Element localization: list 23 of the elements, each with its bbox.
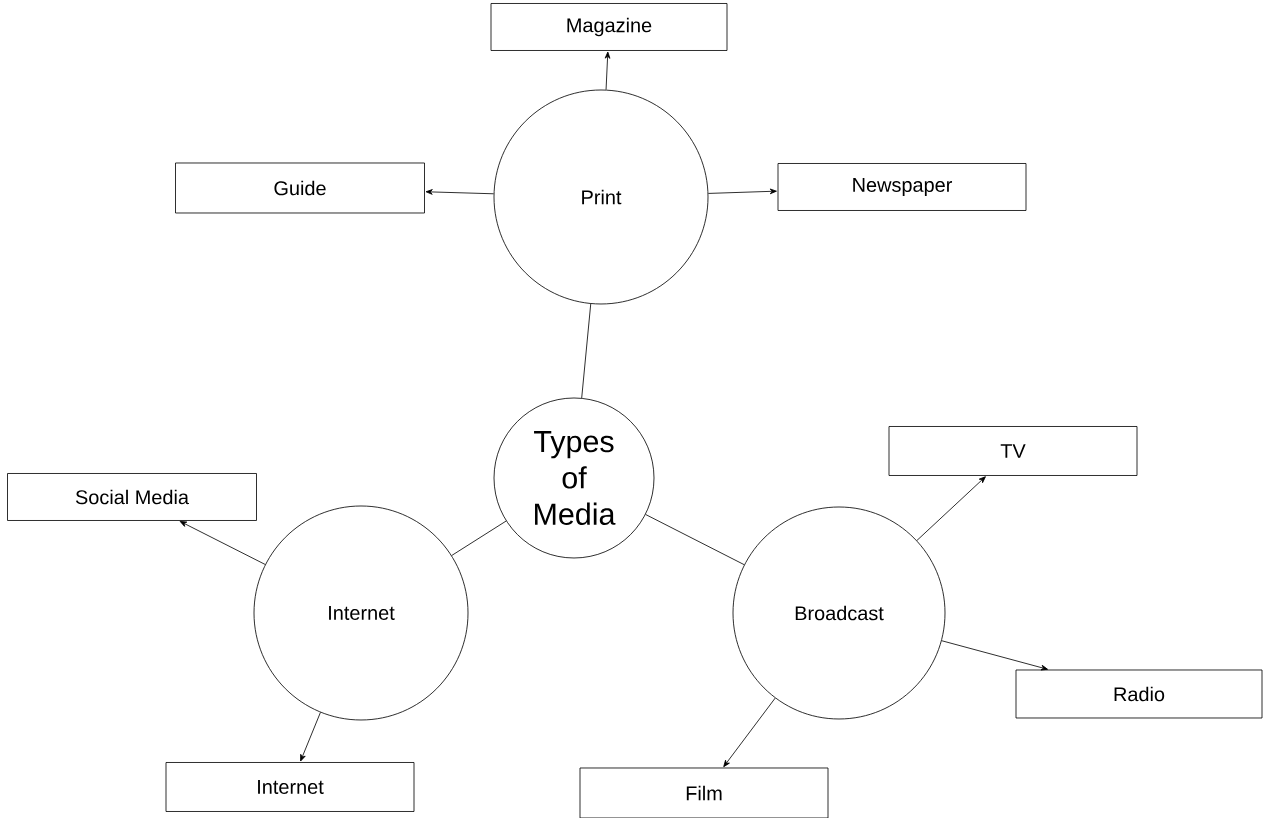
text-box: Social Media bbox=[7, 473, 257, 521]
connector-line bbox=[451, 520, 507, 556]
circle-node: Broadcast bbox=[732, 506, 946, 720]
arrow bbox=[179, 521, 266, 565]
circle-node: Types of Media bbox=[493, 397, 655, 559]
arrow bbox=[604, 51, 611, 91]
arrow bbox=[425, 189, 495, 195]
text-box: Internet bbox=[165, 762, 415, 812]
text-box: TV bbox=[888, 426, 1138, 476]
arrow bbox=[941, 640, 1048, 671]
text-box: Film bbox=[579, 767, 829, 818]
arrow bbox=[707, 188, 777, 195]
arrow bbox=[723, 697, 776, 768]
text-box: Radio bbox=[1015, 669, 1263, 719]
circle-node: Print bbox=[493, 89, 709, 305]
arrow bbox=[916, 476, 986, 541]
text-box: Guide bbox=[175, 162, 425, 214]
text-box: Magazine bbox=[490, 3, 728, 51]
arrow bbox=[300, 712, 321, 762]
connector-line bbox=[645, 514, 745, 566]
connector-line bbox=[581, 303, 592, 399]
text-box: Newspaper bbox=[777, 163, 1027, 211]
circle-node: Internet bbox=[253, 505, 469, 721]
